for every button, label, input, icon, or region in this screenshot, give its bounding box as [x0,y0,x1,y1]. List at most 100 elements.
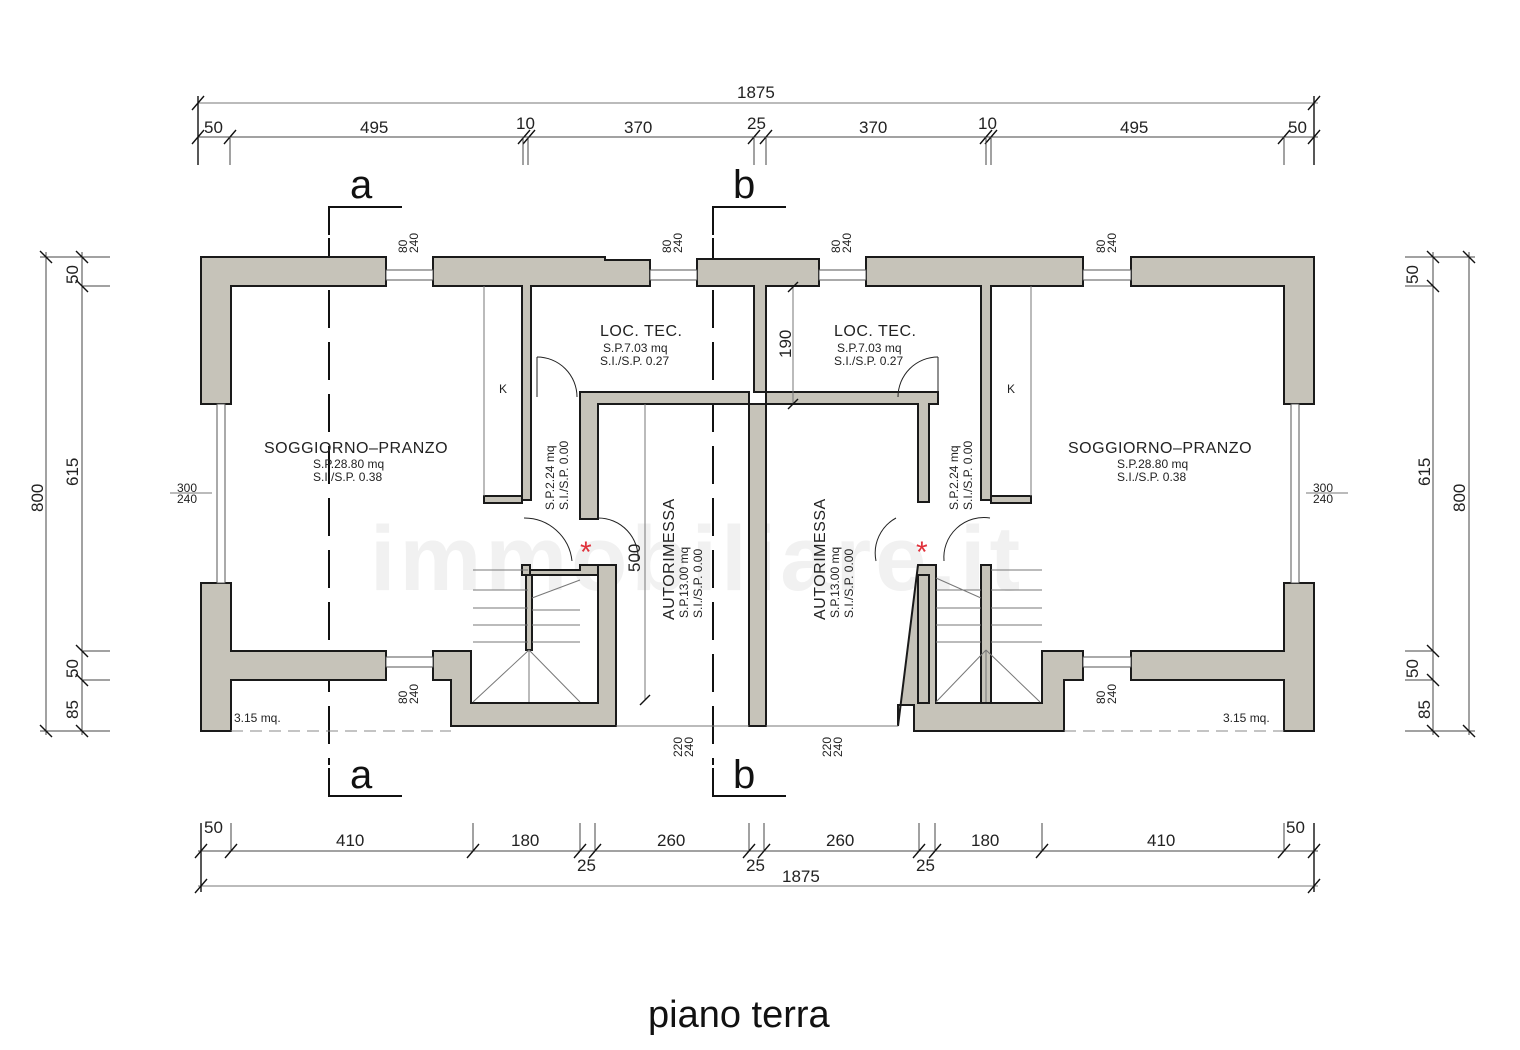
dim-label: 25 [916,856,935,875]
svg-text:S.P.13.00 mq: S.P.13.00 mq [677,547,691,618]
svg-text:300: 300 [1313,481,1333,495]
room-left-living: SOGGIORNO–PRANZO S.P.28.80 mq S.I./S.P. … [264,440,448,484]
svg-text:50: 50 [1403,659,1422,678]
svg-text:800: 800 [28,484,47,512]
dim-label: 180 [971,831,999,850]
dim-label: 25 [577,856,596,875]
dim-label: 410 [1147,831,1175,850]
top-total-dim: 1875 [737,83,775,102]
interior-dimensions: 190 500 [625,281,799,706]
svg-text:240: 240 [840,233,854,253]
section-a-top: a [350,163,373,207]
section-a-bottom: a [350,753,373,797]
svg-text:85: 85 [1415,700,1434,719]
svg-text:S.I./S.P. 0.38: S.I./S.P. 0.38 [313,470,382,484]
svg-text:50: 50 [1403,265,1422,284]
svg-text:240: 240 [1105,684,1119,704]
svg-text:500: 500 [625,544,644,572]
dim-label: 10 [516,114,535,133]
svg-text:AUTORIMESSA: AUTORIMESSA [812,498,829,620]
dim-label: 50 [1286,818,1305,837]
svg-text:220: 220 [671,737,685,757]
room-right-living: SOGGIORNO–PRANZO S.P.28.80 mq S.I./S.P. … [1068,440,1252,484]
entrance-marker-left: * [580,536,592,569]
dim-label: 260 [657,831,685,850]
svg-text:50: 50 [63,265,82,284]
svg-text:615: 615 [63,458,82,486]
svg-text:240: 240 [831,737,845,757]
svg-text:AUTORIMESSA: AUTORIMESSA [661,498,678,620]
svg-text:LOC. TEC.: LOC. TEC. [600,323,682,340]
svg-text:220: 220 [820,737,834,757]
room-right-garage: AUTORIMESSA S.P.13.00 mq S.I./S.P. 0.00 [812,498,856,620]
dim-label: 50 [1288,118,1307,137]
dim-label: 180 [511,831,539,850]
svg-text:615: 615 [1415,458,1434,486]
kitchen-label-right: K [1007,382,1015,396]
bottom-total-dim: 1875 [782,867,820,886]
walls [200,256,1315,732]
svg-text:300: 300 [177,481,197,495]
dim-label: 370 [859,118,887,137]
room-left-tech: LOC. TEC. S.P.7.03 mq S.I./S.P. 0.27 [600,323,682,368]
room-right-hall: S.P.2.24 mq S.I./S.P. 0.00 [947,441,975,510]
svg-text:S.I./S.P. 0.00: S.I./S.P. 0.00 [557,441,571,510]
svg-text:240: 240 [407,684,421,704]
room-left-garage: AUTORIMESSA S.P.13.00 mq S.I./S.P. 0.00 [661,498,705,620]
room-left-hall: S.P.2.24 mq S.I./S.P. 0.00 [543,441,571,510]
dim-label: 410 [336,831,364,850]
section-b-top: b [733,163,755,207]
drawing-title: piano terra [648,994,831,1036]
entrance-marker-right: * [916,536,928,569]
svg-text:80: 80 [1094,690,1108,704]
svg-text:S.P.7.03 mq: S.P.7.03 mq [603,341,668,355]
svg-text:240: 240 [1313,492,1333,506]
svg-text:240: 240 [1105,233,1119,253]
svg-text:240: 240 [407,233,421,253]
svg-text:85: 85 [63,700,82,719]
svg-text:190: 190 [776,330,795,358]
svg-text:S.I./S.P. 0.27: S.I./S.P. 0.27 [834,354,903,368]
svg-text:S.P.28.80 mq: S.P.28.80 mq [1117,457,1188,471]
room-right-tech: LOC. TEC. S.P.7.03 mq S.I./S.P. 0.27 [834,323,916,368]
svg-text:80: 80 [1094,239,1108,253]
right-dimensions: 50 615 50 85 800 [1403,250,1476,738]
svg-text:240: 240 [177,492,197,506]
kitchen-label-left: K [499,382,507,396]
watermark: immobiliare.it [370,508,1024,610]
svg-text:80: 80 [396,239,410,253]
dim-label: 25 [747,114,766,133]
svg-text:S.P.2.24 mq: S.P.2.24 mq [543,446,557,511]
svg-text:S.P.7.03 mq: S.P.7.03 mq [837,341,902,355]
dim-label: 50 [204,118,223,137]
svg-text:S.I./S.P. 0.00: S.I./S.P. 0.00 [691,549,705,618]
dim-label: 50 [204,818,223,837]
svg-text:240: 240 [682,737,696,757]
svg-text:80: 80 [660,239,674,253]
dim-label: 495 [360,118,388,137]
section-markers: a b a b [328,163,786,797]
bottom-dimensions: 50 410 180 260 260 180 410 50 25 25 25 1… [194,818,1321,894]
svg-text:S.I./S.P. 0.27: S.I./S.P. 0.27 [600,354,669,368]
porch-area-left: 3.15 mq. [234,711,281,725]
svg-text:50: 50 [63,659,82,678]
interior-fittings [231,286,1284,732]
svg-text:S.I./S.P. 0.00: S.I./S.P. 0.00 [842,549,856,618]
porch-area-right: 3.15 mq. [1223,711,1270,725]
svg-text:S.P.2.24 mq: S.P.2.24 mq [947,446,961,511]
svg-text:S.P.13.00 mq: S.P.13.00 mq [828,547,842,618]
dim-label: 260 [826,831,854,850]
svg-text:SOGGIORNO–PRANZO: SOGGIORNO–PRANZO [1068,440,1252,457]
svg-text:240: 240 [671,233,685,253]
section-b-bottom: b [733,753,755,797]
dim-label: 25 [746,856,765,875]
dim-label: 495 [1120,118,1148,137]
svg-text:80: 80 [396,690,410,704]
svg-text:80: 80 [829,239,843,253]
left-dimensions: 50 615 50 85 800 [28,250,110,738]
windows [216,269,1300,668]
dim-label: 10 [978,114,997,133]
svg-text:800: 800 [1450,484,1469,512]
